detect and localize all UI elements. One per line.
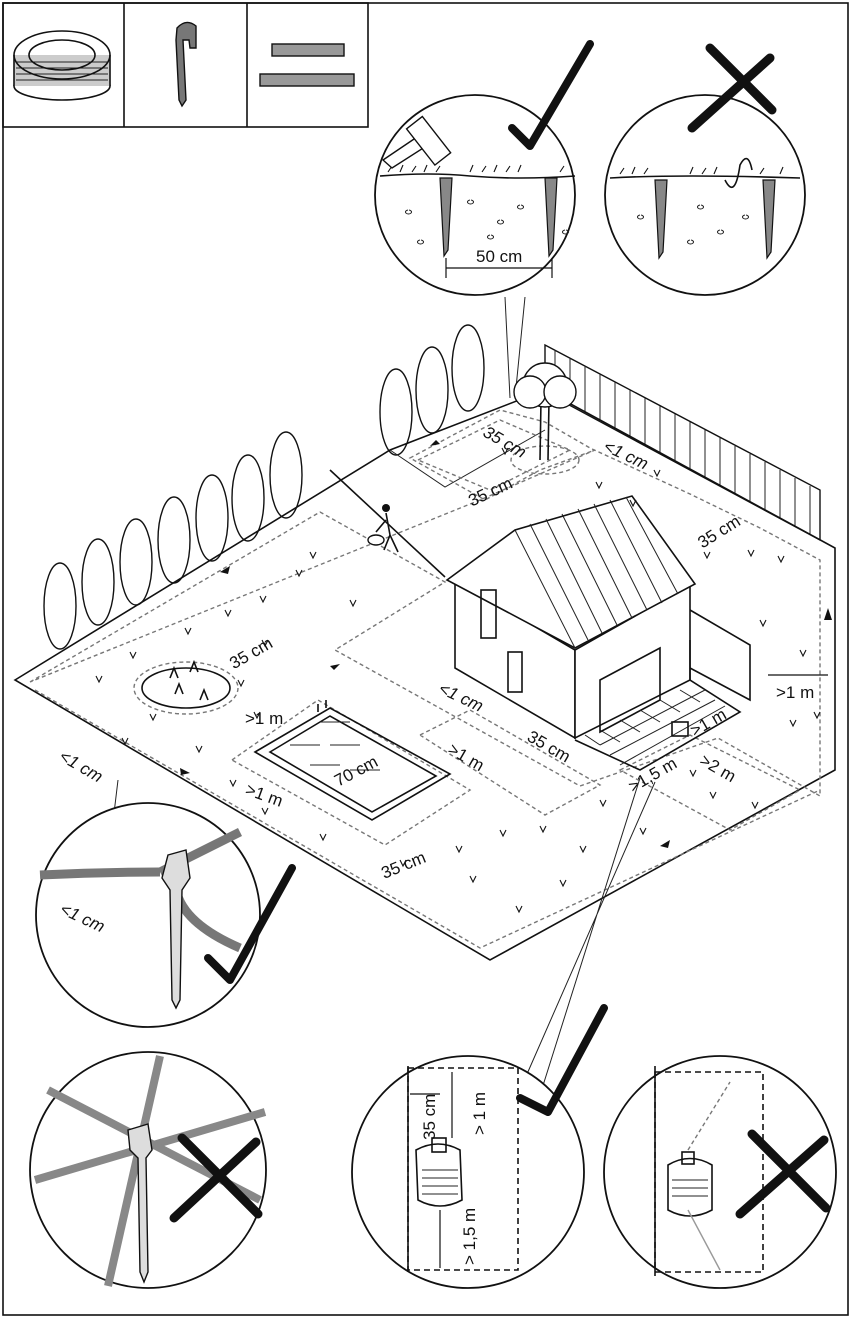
pool-gt1-c-label: >1 m bbox=[445, 740, 488, 776]
correct-corner-detail: <1 cm bbox=[35, 802, 261, 1028]
check-icon bbox=[204, 864, 296, 984]
cross-icon bbox=[687, 43, 777, 133]
boundary-wire bbox=[29, 409, 821, 798]
left-lt1-label: <1 cm bbox=[56, 746, 106, 786]
dock-gt1-label: > 1 m bbox=[470, 1092, 489, 1135]
tree-side-35-label: 35 cm bbox=[465, 474, 515, 511]
ruler-icon bbox=[259, 43, 355, 87]
charging-station bbox=[671, 721, 689, 737]
dock-35-label: 35 cm bbox=[420, 1094, 439, 1140]
station-gt1-label: >1 m bbox=[687, 705, 730, 741]
fence-35-label: 35 cm bbox=[694, 512, 743, 553]
pool-gt1-b-label: >1 m bbox=[243, 780, 285, 811]
peg-icon bbox=[175, 21, 197, 108]
pool-lt1-label: <1 cm bbox=[436, 679, 486, 716]
house bbox=[445, 495, 751, 771]
lawn-tree bbox=[510, 362, 580, 475]
tree-top-35-label: 35 cm bbox=[480, 422, 530, 462]
correct-dock-detail: 35 cm > 1 m > 1,5 m bbox=[351, 1055, 585, 1289]
incorrect-crossing-detail bbox=[29, 1051, 267, 1289]
cross-icon bbox=[169, 1133, 263, 1223]
hedge-row bbox=[43, 324, 485, 650]
person bbox=[367, 504, 399, 553]
pool-70-label: 70 cm bbox=[331, 752, 381, 791]
garden-35-label: 35 cm bbox=[226, 633, 276, 673]
flower-bed bbox=[133, 659, 239, 715]
cross-icon bbox=[735, 1129, 831, 1219]
swimming-pool bbox=[253, 700, 452, 821]
front-35-label: 35 cm bbox=[378, 848, 428, 883]
wire-coil-icon bbox=[13, 30, 111, 101]
right-gt1-label: >1 m bbox=[776, 683, 814, 702]
station-gt2-label: >2 m bbox=[697, 751, 740, 787]
check-icon bbox=[516, 1004, 608, 1116]
wire-direction-arrows bbox=[180, 440, 832, 848]
dock-gt15-label: > 1,5 m bbox=[460, 1208, 479, 1265]
incorrect-dock-detail bbox=[603, 1055, 837, 1289]
check-icon bbox=[508, 40, 594, 150]
lawn-grass bbox=[95, 447, 821, 914]
peg-spacing-label: 50 cm bbox=[476, 247, 522, 266]
accessory-panel bbox=[2, 2, 369, 128]
pool-gt1-a-label: >1 m bbox=[245, 709, 283, 728]
incorrect-peg-detail bbox=[604, 94, 806, 296]
